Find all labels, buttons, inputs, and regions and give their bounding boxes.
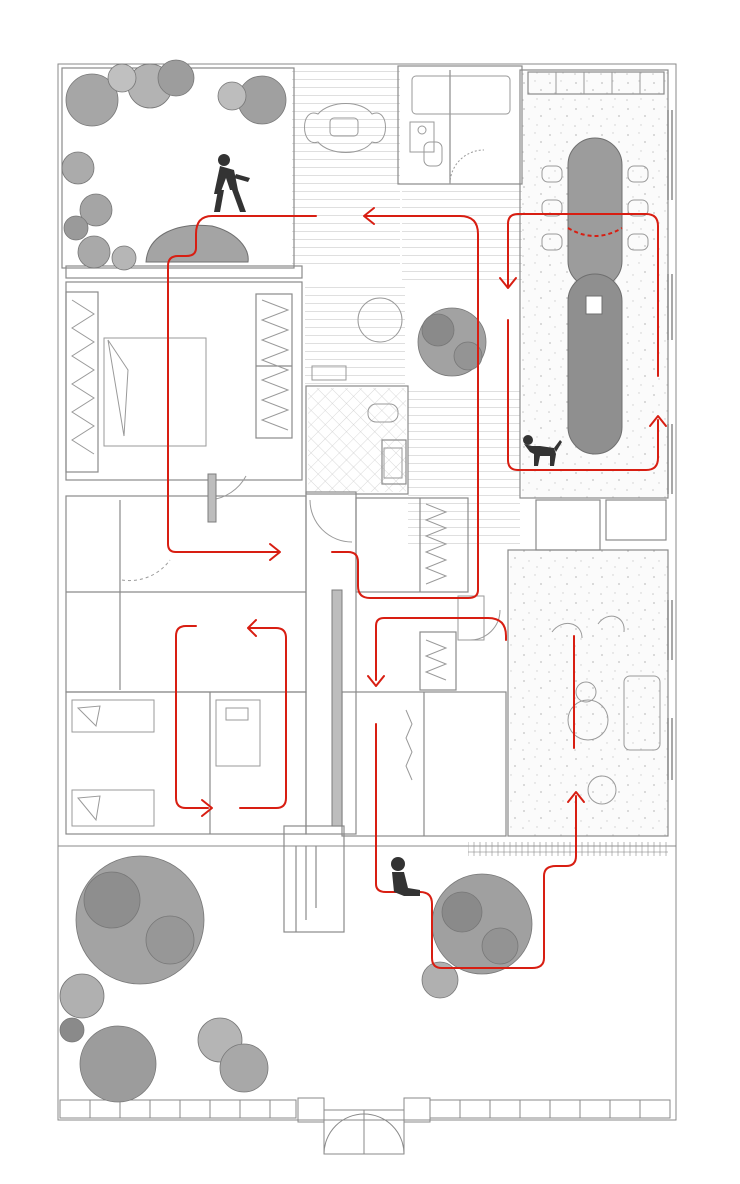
- wood-deck-north: [292, 64, 400, 270]
- wood-deck-east: [408, 386, 520, 544]
- garden-gate: [323, 1109, 405, 1155]
- path-bedroom-loop: [239, 627, 287, 809]
- dining-chairs: [541, 165, 649, 251]
- arrowhead-icon: [649, 415, 667, 427]
- washbasin: [409, 121, 435, 153]
- arrowhead-icon: [499, 277, 517, 289]
- boulder-icon: [145, 224, 249, 263]
- tree-icon: [79, 1017, 269, 1103]
- round-table: [357, 297, 403, 343]
- path-kitchen-loop: [507, 213, 659, 377]
- arrowhead-icon: [201, 799, 213, 817]
- tree-icon: [421, 873, 533, 999]
- arrowhead-icon: [363, 207, 375, 225]
- drain-grate: [468, 842, 668, 856]
- outdoor-bathtub: [304, 103, 386, 153]
- arrowhead-icon: [247, 619, 257, 637]
- path-hall: [331, 215, 479, 599]
- partition-wall: [331, 589, 343, 827]
- tree-icon: [417, 307, 487, 377]
- tree-icon: [59, 855, 205, 1043]
- arrowheads: [201, 207, 667, 817]
- bathtub: [411, 75, 511, 115]
- arrowhead-icon: [567, 791, 585, 803]
- terrazzo-living: [510, 550, 668, 836]
- circulation-paths: [167, 213, 659, 969]
- kitchen-island: [567, 137, 623, 455]
- path-garden: [375, 723, 577, 969]
- kitchen-shelf: [555, 72, 641, 94]
- wood-deck-porch: [305, 280, 405, 386]
- dog-icon: [523, 435, 562, 466]
- arrowhead-icon: [367, 675, 385, 687]
- wood-deck-center: [402, 186, 522, 280]
- arrowhead-icon: [269, 543, 281, 561]
- path-loop-west: [167, 215, 317, 553]
- sitting-child-icon: [391, 857, 420, 896]
- garden-fence: [59, 1097, 671, 1123]
- toilet: [423, 141, 443, 167]
- path-kitchen-return: [507, 319, 659, 471]
- walking-person-icon: [214, 154, 250, 212]
- floor-fills: [292, 64, 668, 856]
- sofa: [623, 675, 661, 751]
- east-windows: [667, 110, 673, 780]
- tree-icon: [61, 59, 287, 271]
- path-bedroom-return: [175, 625, 209, 809]
- trees: [59, 59, 533, 1103]
- sliding-door: [207, 473, 217, 523]
- path-south: [375, 617, 507, 681]
- dining-table-overlap: [567, 227, 623, 237]
